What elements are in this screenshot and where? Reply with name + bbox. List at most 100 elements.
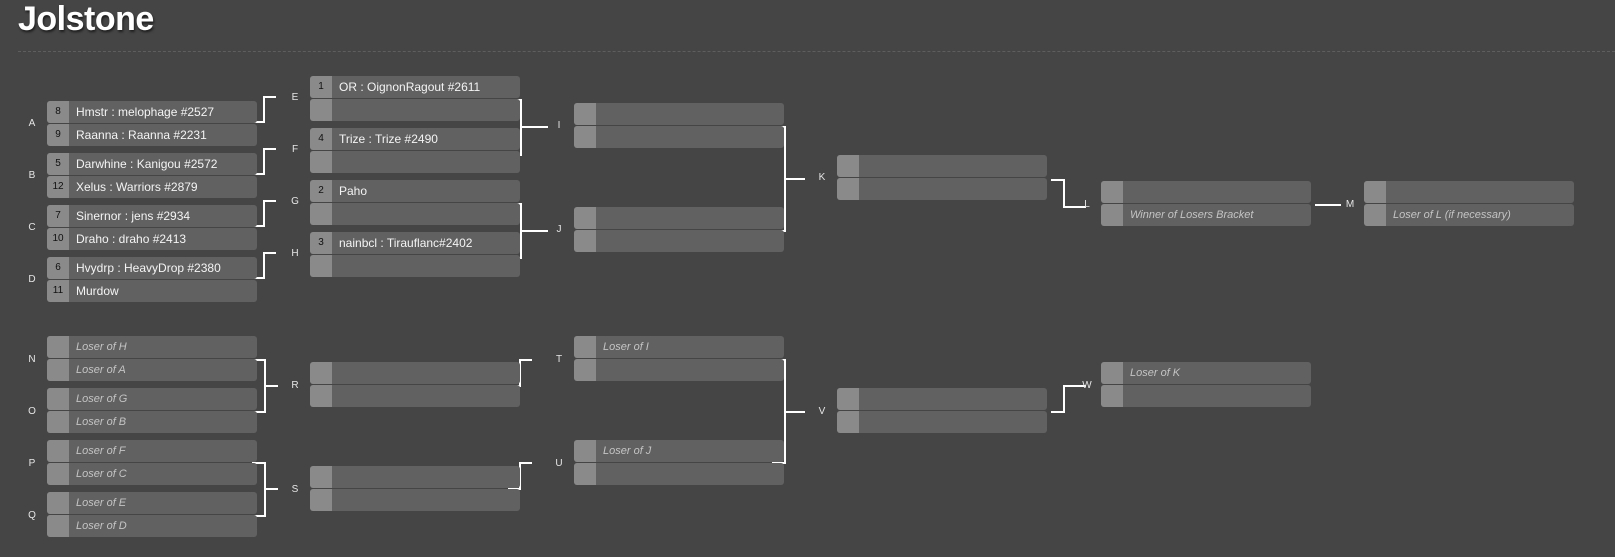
seed-badge: [47, 515, 69, 537]
participant-name: Loser of A: [76, 364, 126, 376]
match-u-slot-2[interactable]: [574, 463, 784, 485]
match-p-slot-1[interactable]: Loser of F: [47, 440, 257, 462]
connector-N-O-R: [252, 359, 278, 413]
connector-K-L: [1051, 179, 1086, 208]
seed-badge: 12: [47, 176, 69, 198]
participant-name: [603, 207, 780, 229]
match-n-slot-1[interactable]: Loser of H: [47, 336, 257, 358]
seed-badge: [574, 103, 596, 125]
participant-name: [603, 103, 780, 125]
participant-name: Winner of Losers Bracket: [1130, 209, 1254, 221]
match-label-r: R: [291, 380, 299, 391]
match-i-slot-2[interactable]: [574, 126, 784, 148]
match-h-slot-2[interactable]: [310, 255, 520, 277]
connector-V-W: [1051, 385, 1086, 413]
seed-badge: [310, 151, 332, 173]
match-w-slot-2[interactable]: [1101, 385, 1311, 407]
participant-name: [339, 385, 516, 407]
match-s-slot-2[interactable]: [310, 489, 520, 511]
match-q-slot-2[interactable]: Loser of D: [47, 515, 257, 537]
match-m-slot-2[interactable]: Loser of L (if necessary): [1364, 204, 1574, 226]
match-v-slot-2[interactable]: [837, 411, 1047, 433]
seed-badge: 4: [310, 128, 332, 150]
participant-name: [1130, 385, 1307, 407]
match-j-slot-2[interactable]: [574, 230, 784, 252]
match-r-slot-1[interactable]: [310, 362, 520, 384]
match-l-slot-1[interactable]: [1101, 181, 1311, 203]
match-label-p: P: [28, 458, 36, 469]
seed-badge: 2: [310, 180, 332, 202]
match-t-slot-1[interactable]: Loser of I: [574, 336, 784, 358]
match-t-slot-2[interactable]: [574, 359, 784, 381]
seed-badge: [47, 440, 69, 462]
match-label-q: Q: [28, 510, 36, 521]
match-label-m: M: [1345, 199, 1355, 210]
match-k-slot-2[interactable]: [837, 178, 1047, 200]
participant-name: [1130, 181, 1307, 203]
participant-name: [339, 203, 516, 225]
match-label-n: N: [28, 354, 36, 365]
seed-badge: [310, 362, 332, 384]
seed-badge: [837, 178, 859, 200]
match-j-slot-1[interactable]: [574, 207, 784, 229]
match-k: [837, 155, 1047, 200]
match-label-o: O: [28, 406, 36, 417]
match-b-slot-2[interactable]: 12 Xelus : Warriors #2879: [47, 176, 257, 198]
participant-name: [339, 489, 516, 511]
match-w-slot-1[interactable]: Loser of K: [1101, 362, 1311, 384]
match-label-i: I: [557, 120, 561, 131]
match-p-slot-2[interactable]: Loser of C: [47, 463, 257, 485]
title-divider: [18, 51, 1615, 52]
participant-name: [339, 255, 516, 277]
seed-badge: [574, 336, 596, 358]
match-n: Loser of H Loser of A: [47, 336, 257, 381]
participant-name: Loser of F: [76, 445, 126, 457]
match-r-slot-2[interactable]: [310, 385, 520, 407]
match-q-slot-1[interactable]: Loser of E: [47, 492, 257, 514]
participant-name: Loser of K: [1130, 367, 1181, 379]
match-v-slot-1[interactable]: [837, 388, 1047, 410]
match-l-slot-2[interactable]: Winner of Losers Bracket: [1101, 204, 1311, 226]
match-o-slot-1[interactable]: Loser of G: [47, 388, 257, 410]
match-e-slot-2[interactable]: [310, 99, 520, 121]
match-label-f: F: [291, 144, 299, 155]
match-m-slot-1[interactable]: [1364, 181, 1574, 203]
seed-badge: [47, 463, 69, 485]
seed-badge: [1364, 181, 1386, 203]
match-n-slot-2[interactable]: Loser of A: [47, 359, 257, 381]
match-i-slot-1[interactable]: [574, 103, 784, 125]
match-s-slot-1[interactable]: [310, 466, 520, 488]
match-g-slot-2[interactable]: [310, 203, 520, 225]
seed-badge: [1101, 204, 1123, 226]
participant-name: [339, 466, 516, 488]
participant-name: [866, 178, 1043, 200]
participant-name: Loser of C: [76, 468, 127, 480]
match-u-slot-1[interactable]: Loser of J: [574, 440, 784, 462]
seed-badge: 3: [310, 232, 332, 254]
match-o-slot-2[interactable]: Loser of B: [47, 411, 257, 433]
participant-name: Loser of J: [603, 445, 652, 457]
seed-badge: [1364, 204, 1386, 226]
match-f-slot-2[interactable]: [310, 151, 520, 173]
seed-badge: 1: [310, 76, 332, 98]
seed-badge: [47, 388, 69, 410]
connector-A-E: [252, 96, 276, 123]
participant-name: Xelus : Warriors #2879: [76, 180, 198, 194]
match-label-v: V: [818, 406, 826, 417]
match-k-slot-1[interactable]: [837, 155, 1047, 177]
